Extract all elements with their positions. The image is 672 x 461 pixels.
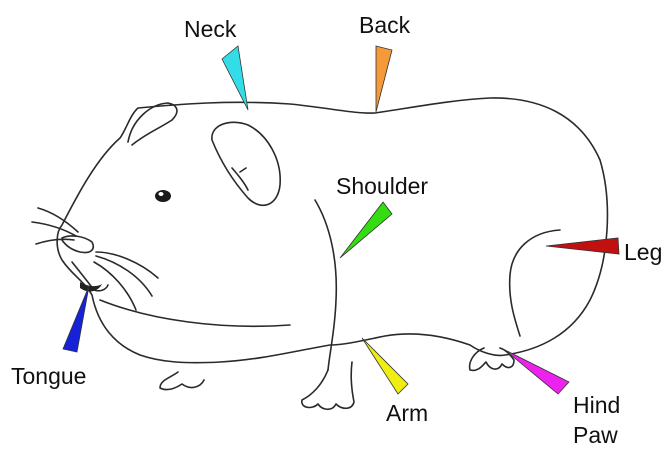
arm-pointer xyxy=(362,338,408,394)
label-back: Back xyxy=(359,14,410,37)
label-neck: Neck xyxy=(184,18,236,41)
label-leg: Leg xyxy=(624,241,662,264)
label-shoulder: Shoulder xyxy=(336,175,428,198)
eye xyxy=(155,190,171,202)
leg-pointer xyxy=(546,238,619,254)
label-hind-paw: Hind Paw xyxy=(573,390,620,450)
shoulder-pointer xyxy=(340,202,392,258)
neck-pointer xyxy=(222,46,248,110)
back-pointer xyxy=(376,46,392,112)
back-ear xyxy=(128,103,177,145)
front-ear xyxy=(212,122,280,205)
body-outline xyxy=(57,98,607,363)
label-hind-paw-line1: Hind xyxy=(573,390,620,420)
label-hind-paw-line2: Paw xyxy=(573,420,620,450)
label-arm: Arm xyxy=(386,402,428,425)
hind-paw-pointer xyxy=(505,350,569,394)
label-tongue: Tongue xyxy=(11,365,86,388)
tongue-pointer xyxy=(63,286,89,352)
